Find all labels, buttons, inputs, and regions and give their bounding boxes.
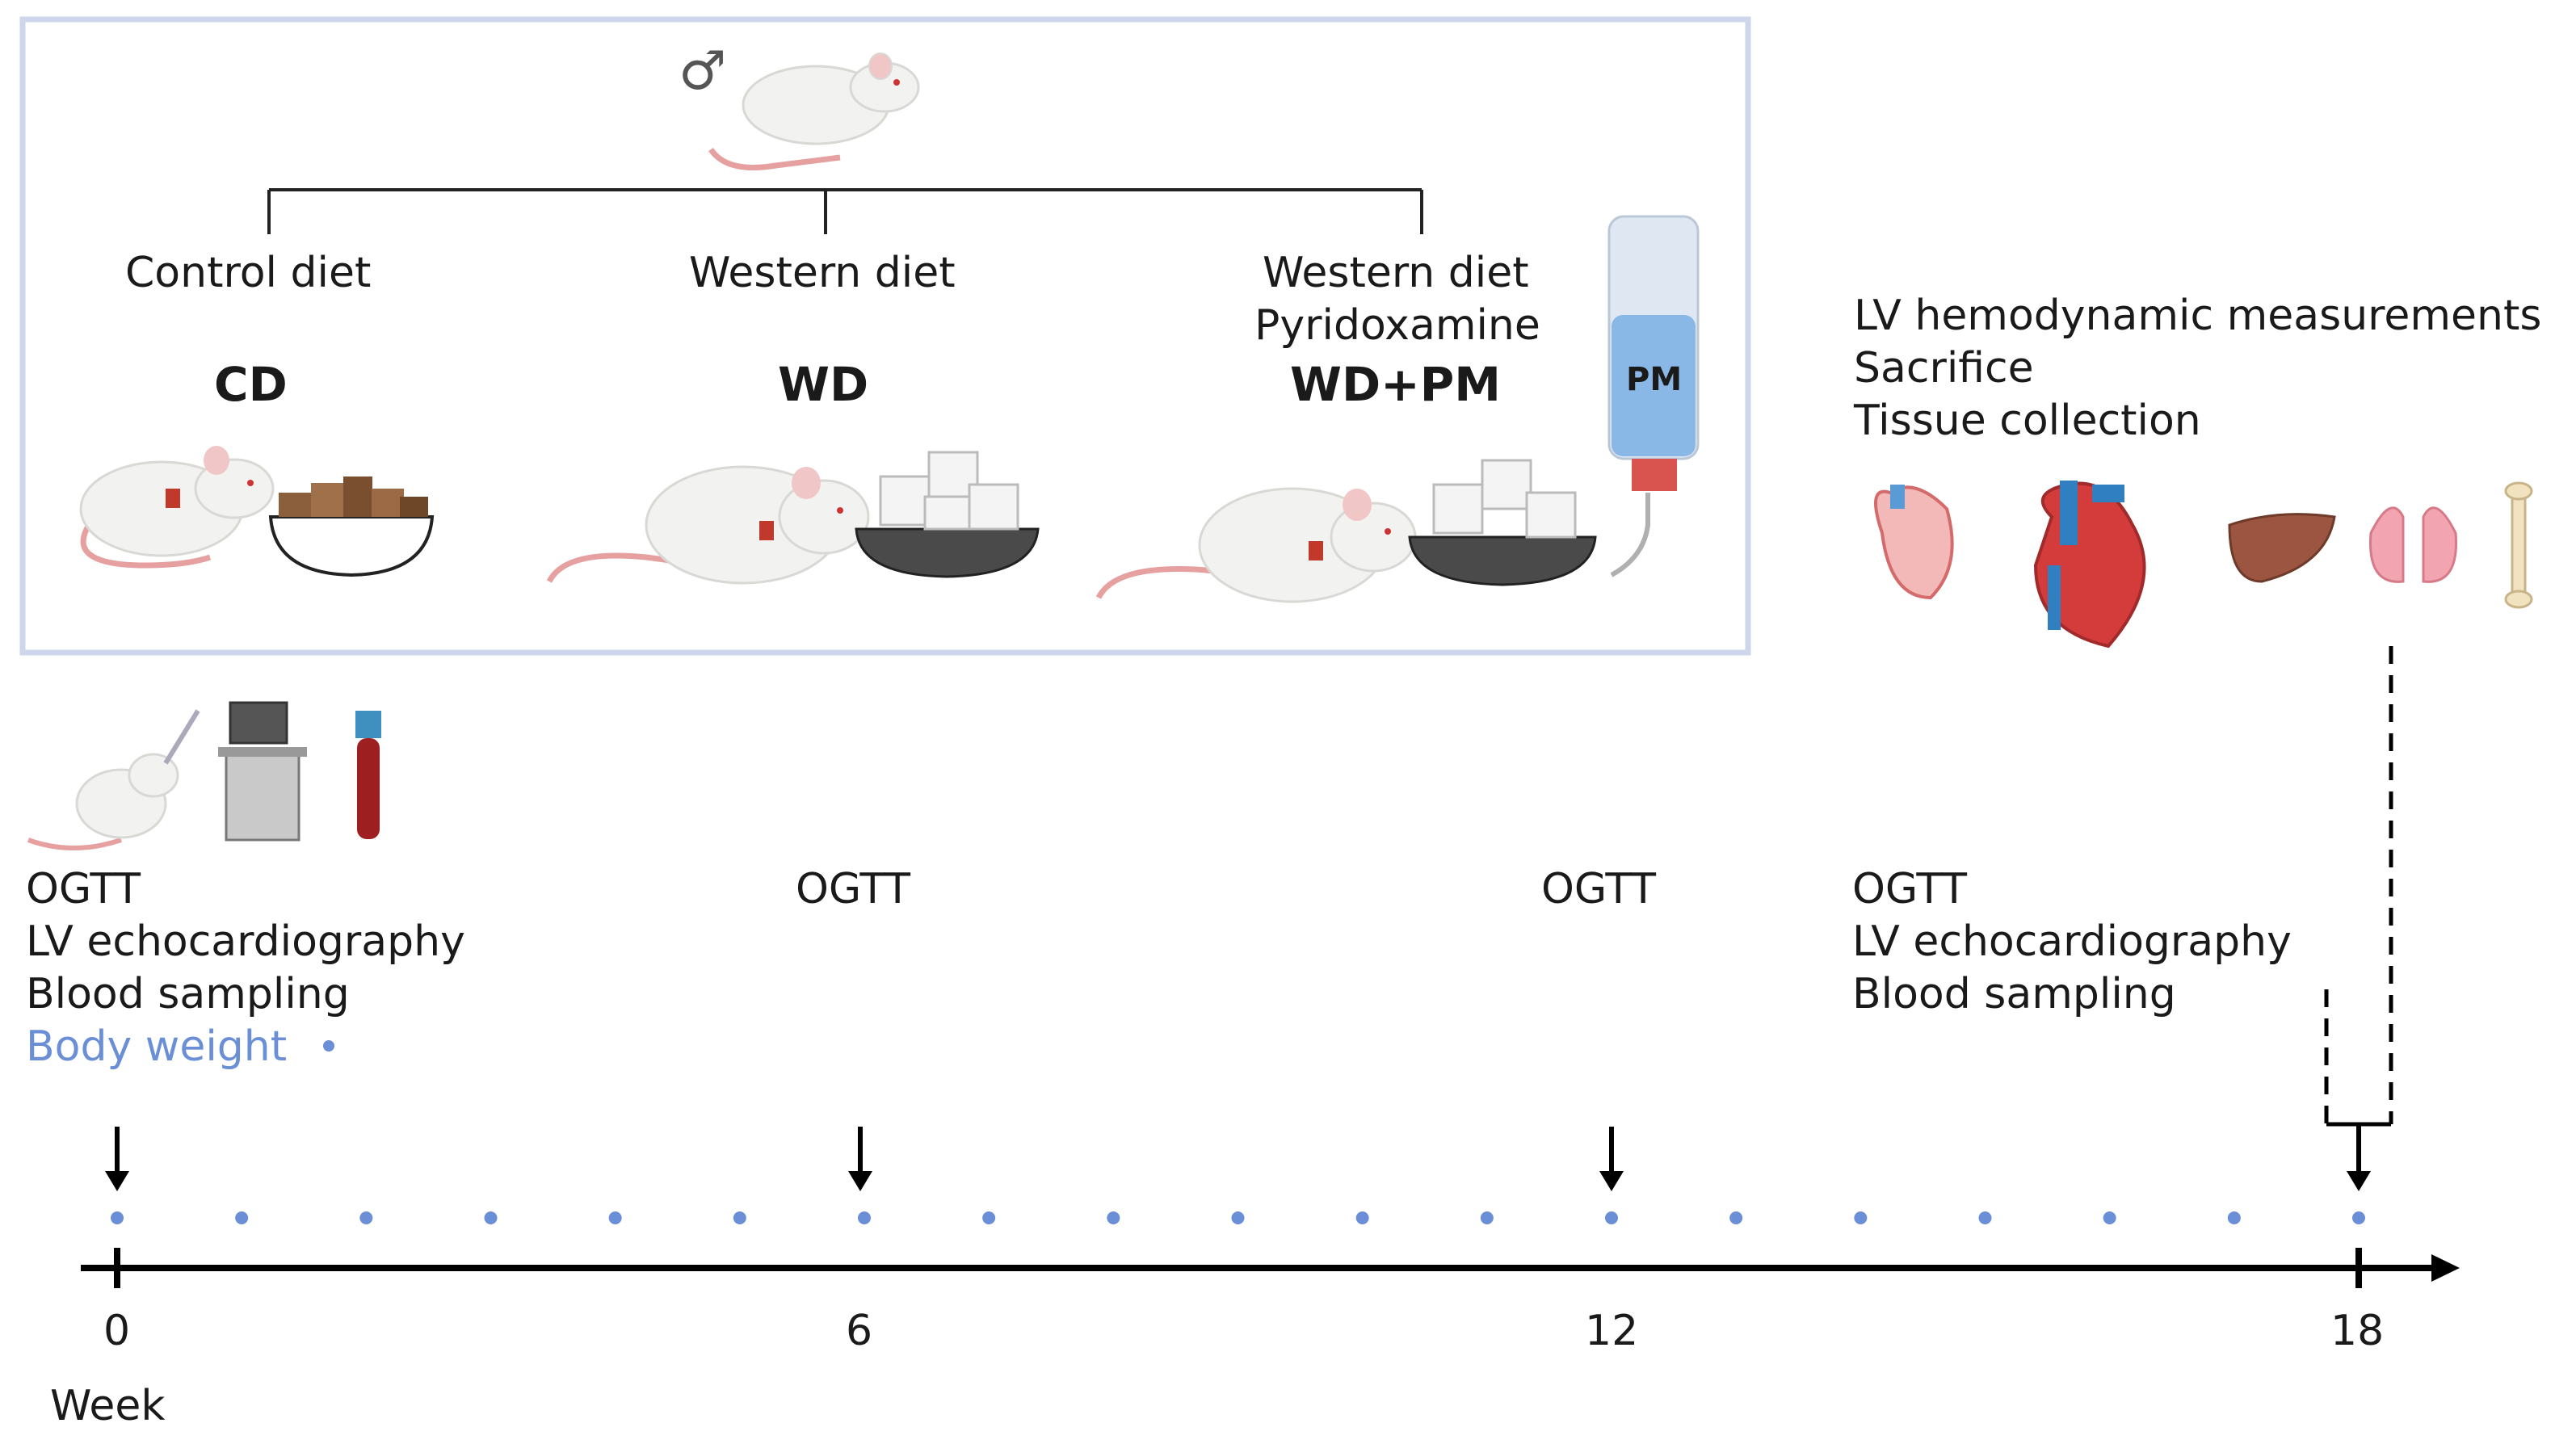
body-weight-dot-week-12	[1605, 1211, 1618, 1224]
week17-line-3: Blood sampling	[1852, 970, 2176, 1018]
group-cd-label: Control diet	[125, 249, 372, 297]
body-weight-dot-week-14	[1854, 1211, 1868, 1224]
body-weight-legend-dot	[323, 1040, 334, 1052]
body-weight-dot-week-7	[982, 1211, 996, 1224]
tick-label-18: 18	[2330, 1307, 2385, 1355]
baseline-line-2: LV echocardiography	[26, 917, 465, 966]
arrow-week-12	[1599, 1127, 1624, 1191]
group-wdpm-abbr: WD+PM	[1290, 357, 1501, 412]
tick-label-0: 0	[103, 1307, 131, 1355]
body-weight-dot-week-9	[1231, 1211, 1245, 1224]
gavage-rat-icon	[27, 709, 200, 850]
arrow-week-0	[105, 1127, 129, 1191]
week12-ogtt: OGTT	[1541, 865, 1656, 913]
body-weight-dot-week-0	[111, 1211, 124, 1224]
body-weight-dot-week-11	[1480, 1211, 1494, 1224]
heart-icon	[2033, 481, 2146, 649]
body-weight-dot-week-18	[2352, 1211, 2365, 1224]
body-weight-dot-week-4	[608, 1211, 622, 1224]
body-weight-dot-week-2	[359, 1211, 373, 1224]
axis-label-week: Week	[50, 1382, 166, 1430]
male-symbol: ♂	[679, 40, 727, 102]
cd-rat-icon	[79, 446, 275, 569]
group-wdpm-label: Western diet	[1263, 249, 1529, 297]
liver-icon	[2228, 513, 2336, 583]
ultrasound-machine-icon	[218, 701, 307, 842]
body-weight-dot-week-1	[235, 1211, 249, 1224]
endpoint-bracket	[2324, 646, 2393, 1127]
body-weight-dot-week-3	[484, 1211, 498, 1224]
bone-icon	[2504, 481, 2533, 609]
body-weight-dot-week-5	[733, 1211, 746, 1224]
body-weight-dot-week-17	[2227, 1211, 2241, 1224]
arrow-week-18	[2347, 1124, 2371, 1191]
body-weight-dot-week-16	[2103, 1211, 2116, 1224]
tick-label-12: 12	[1585, 1307, 1639, 1355]
lungs-icon	[2369, 506, 2457, 583]
group-wd-abbr: WD	[778, 357, 869, 412]
wdpm-sugar-bowl-icon	[1408, 459, 1597, 586]
group-wdpm-sublabel: Pyridoxamine	[1254, 301, 1540, 350]
pm-bottle-label: PM	[1626, 361, 1683, 398]
heart-section-icon	[1874, 485, 1954, 600]
design-box	[19, 16, 1751, 656]
wd-sugar-bowl-icon	[855, 451, 1040, 578]
ogtt-arrows	[105, 1124, 2371, 1191]
week6-ogtt: OGTT	[796, 865, 910, 913]
group-tree	[267, 188, 1423, 234]
tick-label-6: 6	[846, 1307, 873, 1355]
body-weight-dot-week-6	[858, 1211, 871, 1224]
cd-food-bowl-icon	[268, 477, 435, 577]
body-weight-dot-week-8	[1107, 1211, 1120, 1224]
baseline-line-3: Blood sampling	[26, 970, 350, 1018]
body-weight-dot-week-13	[1729, 1211, 1743, 1224]
week17-line-1: OGTT	[1852, 865, 1967, 913]
baseline-line-1: OGTT	[26, 865, 141, 913]
blood-tube-icon	[355, 711, 381, 839]
endpoint-line-3: Tissue collection	[1854, 397, 2201, 445]
body-weight-dot-week-10	[1355, 1211, 1369, 1224]
arrow-week-6	[848, 1127, 872, 1191]
top-rat-icon	[708, 52, 920, 170]
body-weight-dot-week-15	[1978, 1211, 1992, 1224]
wd-rat-icon	[546, 465, 870, 585]
body-weight-legend: Body weight	[26, 1022, 288, 1071]
timeline-axis	[81, 1248, 2460, 1288]
body-weight-dots	[111, 1211, 2365, 1224]
endpoint-line-1: LV hemodynamic measurements	[1854, 292, 2542, 340]
wdpm-rat-icon	[1095, 487, 1417, 603]
endpoint-line-2: Sacrifice	[1854, 344, 2034, 393]
group-wd-label: Western diet	[689, 249, 956, 297]
pm-water-bottle-icon	[1607, 215, 1700, 577]
group-cd-abbr: CD	[214, 357, 288, 412]
week17-line-2: LV echocardiography	[1852, 917, 2292, 966]
